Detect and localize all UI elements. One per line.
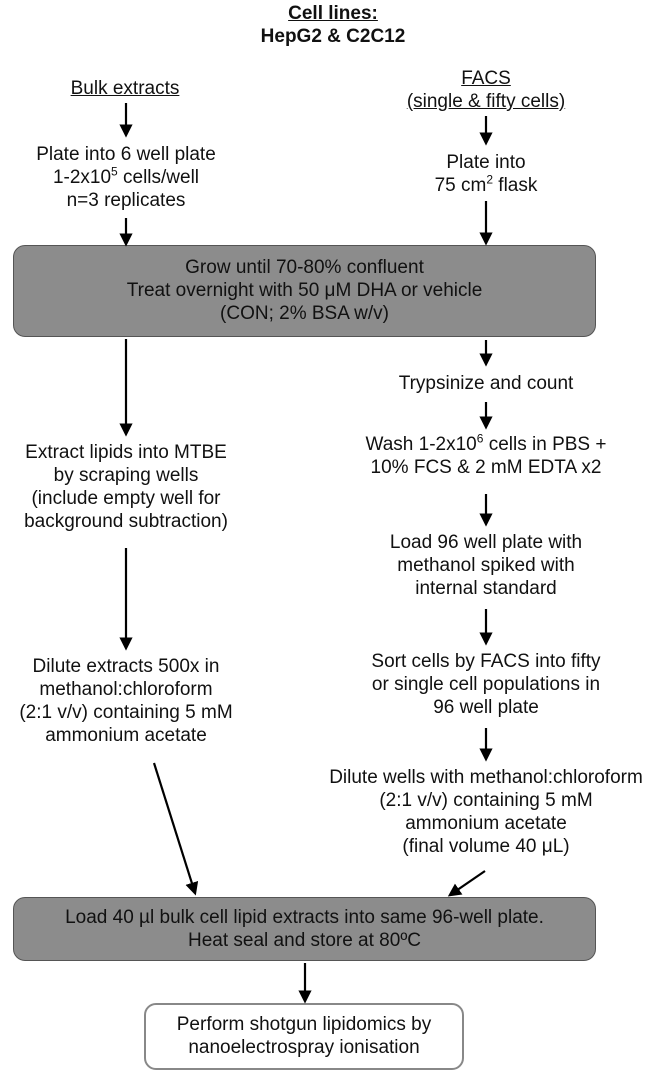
dilute-extracts-line-1: Dilute extracts 500x in	[32, 656, 220, 677]
dilute-wells-line-3: ammonium acetate	[405, 813, 567, 834]
left-plate-line-1: Plate into 6 well plate	[36, 144, 216, 165]
facs-header-line-1: FACS	[461, 68, 511, 89]
wash-line-1-sup: 6	[476, 431, 484, 446]
dilute-wells-step: Dilute wells with methanol:chloroform (2…	[306, 766, 666, 858]
load-plate-line-1: Load 96 well plate with	[389, 532, 583, 553]
dilute-extracts-step: Dilute extracts 500x in methanol:chlorof…	[0, 655, 252, 747]
load-store-line-2: Heat seal and store at 80ºC	[188, 930, 421, 951]
final-line-1: Perform shotgun lipidomics by	[176, 1014, 432, 1035]
sort-line-1: Sort cells by FACS into fifty	[371, 651, 601, 672]
dilute-extracts-line-3: (2:1 v/v) containing 5 mM	[19, 702, 233, 723]
shotgun-lipidomics-text: Perform shotgun lipidomics by nanoelectr…	[144, 1013, 464, 1059]
left-plate-step: Plate into 6 well plate 1-2x105 cells/we…	[0, 143, 252, 212]
left-plate-line-3: n=3 replicates	[66, 190, 186, 211]
load-store-box	[13, 897, 596, 961]
extract-line-2: by scraping wells	[53, 465, 199, 486]
diagram-title: Cell lines: HepG2 & C2C12	[0, 2, 666, 48]
grow-treat-text: Grow until 70-80% confluent Treat overni…	[13, 256, 596, 325]
left-plate-line-2-pre: 1-2x10	[52, 167, 112, 188]
extract-lipids-step: Extract lipids into MTBE by scraping wel…	[0, 441, 252, 533]
dilute-wells-line-1: Dilute wells with methanol:chloroform	[329, 767, 643, 788]
right-plate-line-2-sup: 2	[486, 172, 494, 187]
left-plate-line-2-sup: 5	[111, 164, 118, 179]
title-line-1: Cell lines:	[288, 3, 378, 24]
title-line-2: HepG2 & C2C12	[260, 26, 406, 47]
dilute-wells-line-4: (final volume 40 μL)	[402, 836, 570, 857]
final-line-2: nanoelectrospray ionisation	[188, 1037, 420, 1058]
dilute-extracts-line-2: methanol:chloroform	[39, 679, 213, 700]
right-plate-step: Plate into 75 cm2 flask	[386, 151, 586, 197]
arrow-dilute-to-load	[152, 762, 199, 896]
facs-header: FACS (single & fifty cells)	[386, 67, 586, 113]
wash-line-1-pre: Wash 1-2x10	[365, 434, 477, 455]
load-store-text: Load 40 µl bulk cell lipid extracts into…	[13, 906, 596, 952]
right-plate-line-2-post: flask	[493, 175, 538, 196]
load-plate-line-2: methanol spiked with	[397, 555, 575, 576]
grow-line-2: Treat overnight with 50 μM DHA or vehicl…	[126, 280, 483, 301]
grow-line-3: (CON; 2% BSA w/v)	[220, 303, 389, 324]
load-plate-line-3: internal standard	[415, 578, 557, 599]
bulk-extracts-header: Bulk extracts	[70, 78, 180, 99]
load-plate-step: Load 96 well plate with methanol spiked …	[346, 531, 626, 600]
facs-header-line-2: (single & fifty cells)	[406, 91, 566, 112]
wash-line-1-post: cells in PBS +	[483, 434, 607, 455]
sort-cells-step: Sort cells by FACS into fifty or single …	[326, 650, 646, 719]
shotgun-lipidomics-box	[144, 1003, 464, 1070]
wash-step: Wash 1-2x106 cells in PBS + 10% FCS & 2 …	[326, 433, 646, 479]
dilute-wells-line-2: (2:1 v/v) containing 5 mM	[379, 790, 593, 811]
left-plate-line-2-post: cells/well	[117, 167, 200, 188]
right-plate-line-1: Plate into	[446, 152, 526, 173]
dilute-extracts-line-4: ammonium acetate	[45, 725, 207, 746]
right-plate-line-2-pre: 75 cm	[434, 175, 487, 196]
wash-line-2: 10% FCS & 2 mM EDTA x2	[370, 457, 602, 478]
grow-treat-box	[13, 245, 596, 337]
sort-line-3: 96 well plate	[433, 697, 539, 718]
arrow-dilutewells-to-load	[447, 870, 486, 897]
extract-line-4: background subtraction)	[24, 511, 228, 532]
trypsinize-step: Trypsinize and count	[398, 373, 574, 394]
extract-line-1: Extract lipids into MTBE	[25, 442, 227, 463]
grow-line-1: Grow until 70-80% confluent	[185, 257, 424, 278]
extract-line-3: (include empty well for	[31, 488, 221, 509]
wash-line-1: Wash 1-2x106 cells in PBS +	[326, 433, 646, 456]
sort-line-2: or single cell populations in	[371, 674, 601, 695]
left-plate-line-2: 1-2x105 cells/well	[0, 166, 252, 189]
load-store-line-1: Load 40 µl bulk cell lipid extracts into…	[65, 907, 544, 928]
right-plate-line-2: 75 cm2 flask	[386, 174, 586, 197]
